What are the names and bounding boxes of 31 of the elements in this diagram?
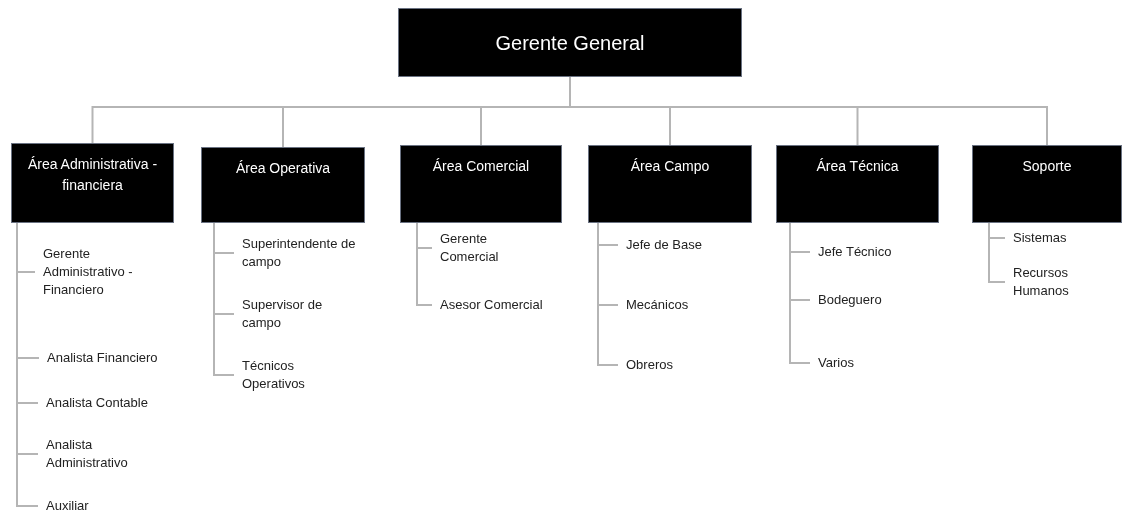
role-text: Varios [818,354,918,372]
area-box: Área Técnica [776,145,939,223]
role-text: Recursos Humanos [1013,264,1103,300]
role-text: Gerente Administrativo - Financiero [43,245,161,299]
role-text: Analista Administrativo [46,436,158,472]
connector-line [597,222,619,366]
connector-line [789,222,811,364]
area-box: Área Campo [588,145,752,223]
area-box: Área Operativa [201,147,365,223]
connector-line [213,222,235,376]
area-box: Área Administrativa - financiera [11,143,174,223]
role-text: Supervisor de campo [242,296,354,332]
role-text: Bodeguero [818,291,918,309]
role-text: Obreros [626,356,726,374]
role-text: Asesor Comercial [440,296,564,314]
connector-line [988,222,1006,283]
role-text: Analista Contable [46,394,168,412]
role-text: Técnicos Operativos [242,357,346,393]
role-text: Mecánicos [626,296,726,314]
role-text: Jefe Técnico [818,243,918,261]
role-text: Auxiliar [46,497,126,515]
role-text: Analista Financiero [47,349,179,367]
role-text: Gerente Comercial [440,230,532,266]
role-text: Sistemas [1013,229,1103,247]
root-box: Gerente General [398,8,742,77]
connector-line [416,222,433,306]
area-box: Área Comercial [400,145,562,223]
area-box: Soporte [972,145,1122,223]
connector-line [16,222,39,507]
role-text: Jefe de Base [626,236,726,254]
role-text: Superintendente de campo [242,235,362,271]
